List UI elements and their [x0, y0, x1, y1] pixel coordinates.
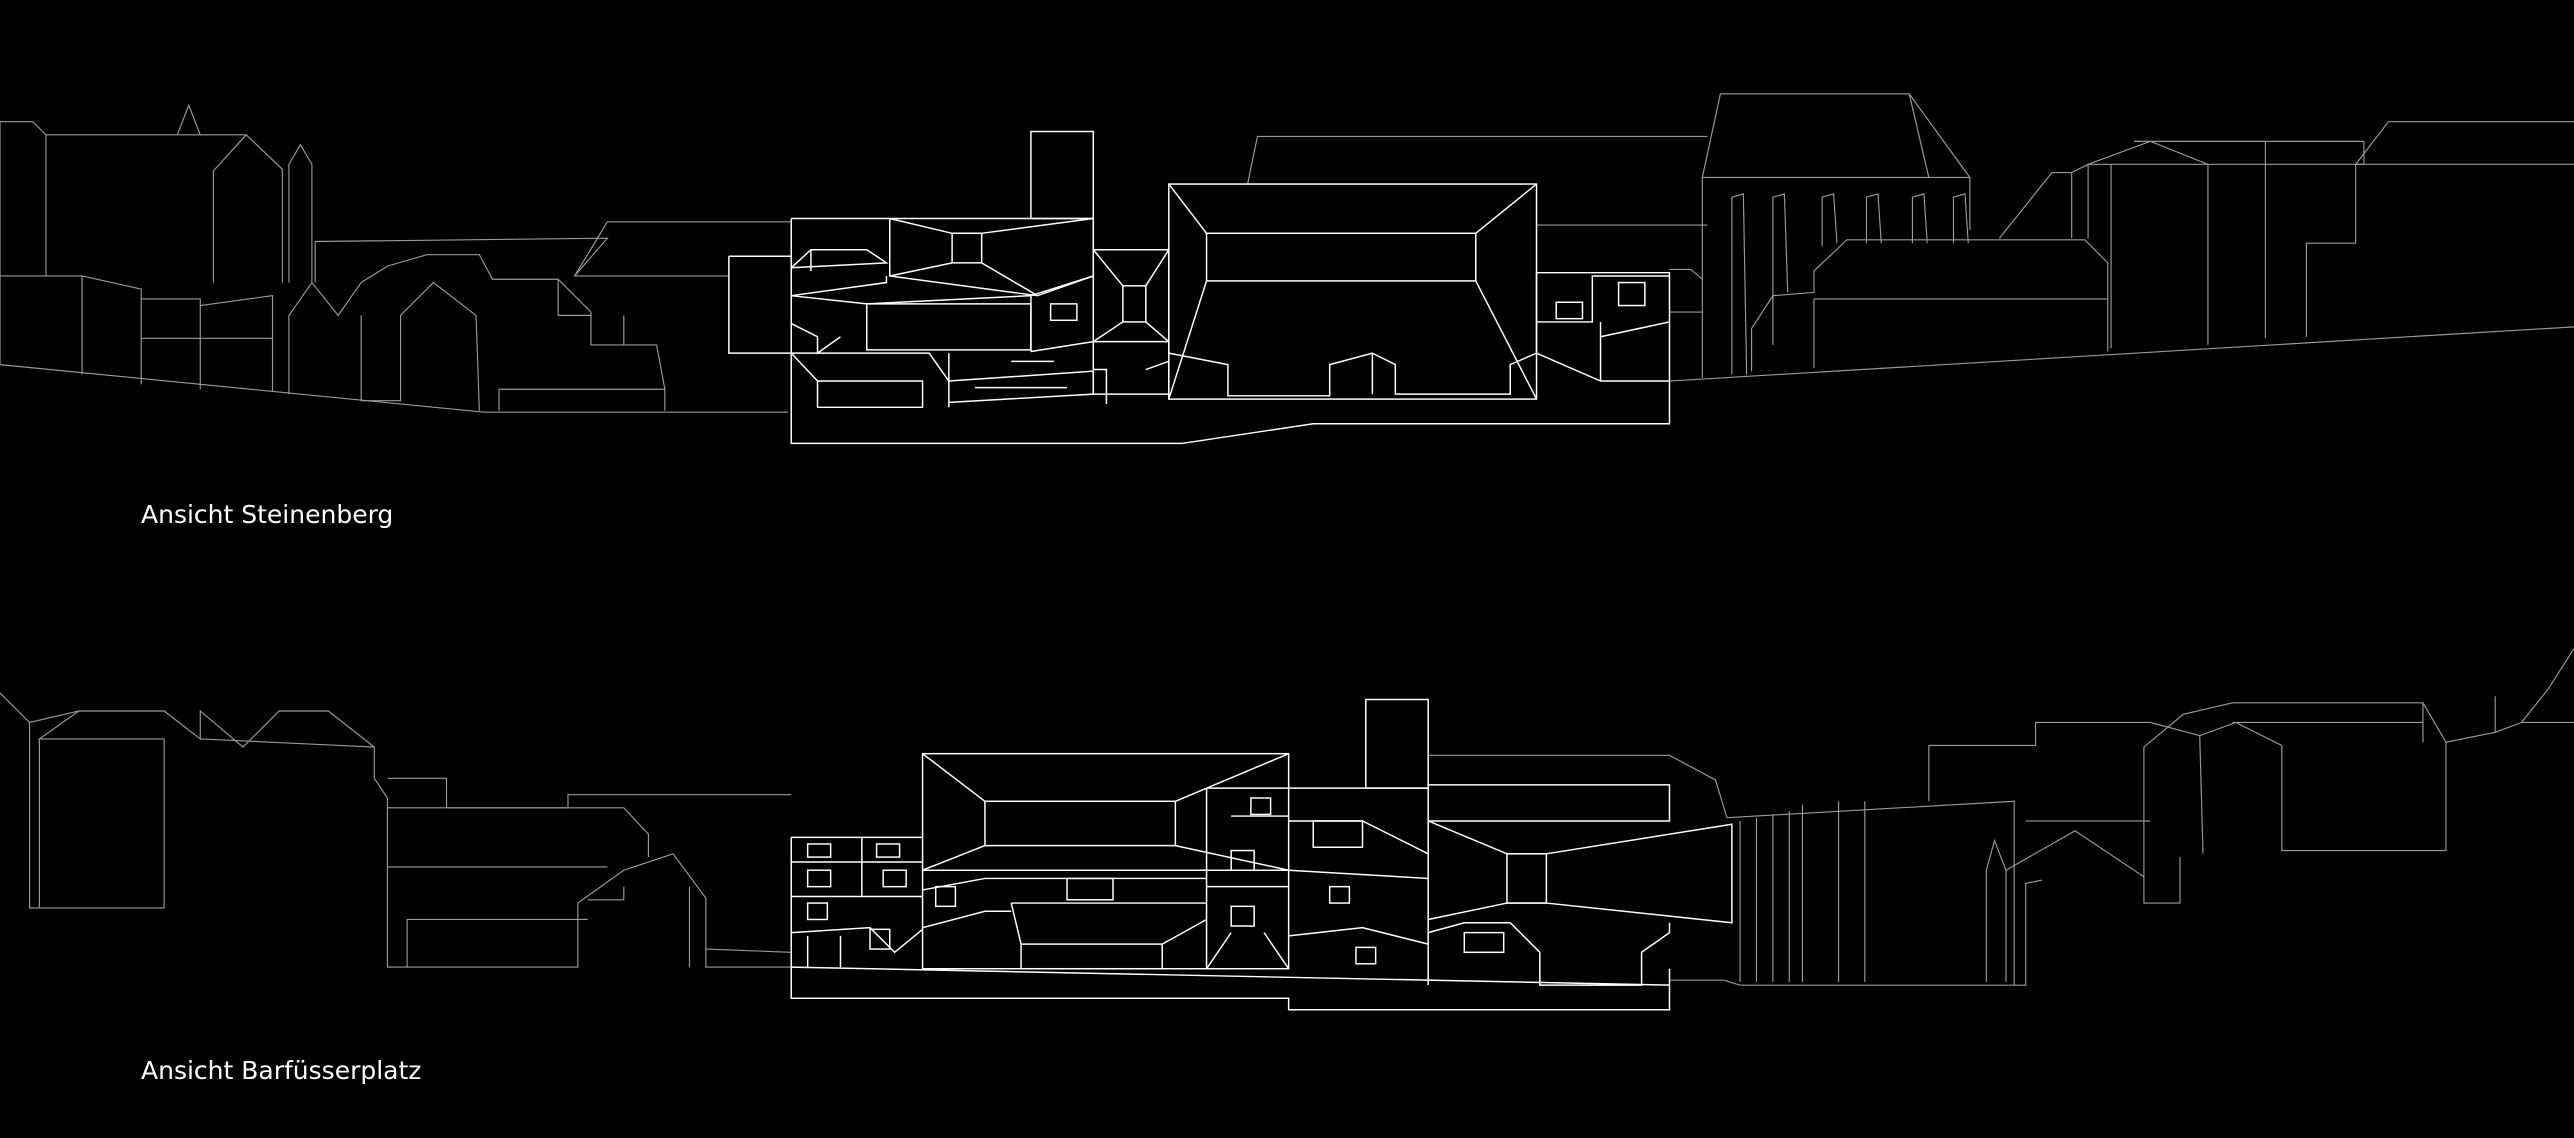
context-buildings-left: [0, 692, 792, 968]
elevation-barfuesserplatz: [0, 648, 2574, 1011]
context-buildings-right: [1247, 93, 2574, 382]
museum-building-barfuesserplatz: [790, 698, 1733, 1011]
elevation-label-barfuesserplatz: Ansicht Barfüsserplatz: [141, 1056, 422, 1085]
elevation-steinenberg: [0, 93, 2574, 445]
context-buildings-right: [1428, 648, 2574, 986]
context-buildings-left: [0, 103, 792, 413]
elevation-label-steinenberg: Ansicht Steinenberg: [141, 500, 394, 529]
museum-building-steinenberg: [728, 130, 1671, 445]
